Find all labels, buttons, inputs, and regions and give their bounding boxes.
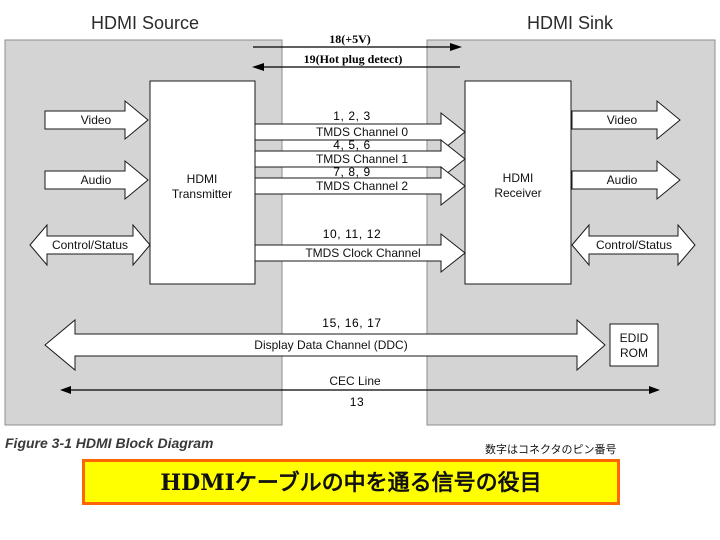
source-audio-arrow: [44, 159, 149, 201]
cec-line-label: CEC Line: [329, 374, 381, 388]
tmds-clock-channel-pins: 10, 11, 12: [323, 227, 382, 241]
tmds-channel-1-pins: 4, 5, 6: [333, 138, 371, 152]
cec-line-arrow: [60, 386, 660, 394]
tmds-channel-2-pins: 7, 8, 9: [333, 165, 371, 179]
edid-rom-block: [609, 323, 659, 367]
cec-line-right-arrowhead: [649, 386, 660, 394]
tmds-channel-1-arrow: [254, 138, 466, 180]
figure-caption: Figure 3-1 HDMI Block Diagram: [5, 435, 214, 451]
receiver-label-line2: Receiver: [494, 186, 541, 200]
hot-plug-detect-label: 19(Hot plug detect): [304, 52, 403, 66]
source-video-label: Video: [81, 113, 112, 127]
cec-line-left-arrowhead: [60, 386, 71, 394]
source-control-status-arrow: [29, 223, 151, 267]
hot-plug-detect-arrowhead: [252, 63, 264, 71]
tmds-channel-0-label: TMDS Channel 0: [316, 125, 408, 139]
cec-line-pins: 13: [350, 395, 365, 409]
edid-rom-label-line1: EDID: [620, 331, 649, 345]
sink-title: HDMI Sink: [527, 13, 614, 33]
hdmi-transmitter-block: [149, 80, 256, 285]
power-line-arrowhead: [450, 43, 462, 51]
receiver-label-line1: HDMI: [503, 171, 534, 185]
ddc-pins: 15, 16, 17: [322, 316, 381, 330]
tmds-channel-1-label: TMDS Channel 1: [316, 152, 408, 166]
pin-number-note: 数字はコネクタのピン番号: [485, 442, 617, 456]
tmds-channel-0-arrow: [254, 111, 466, 153]
sink-control-status-arrow: [571, 223, 696, 267]
ddc-label: Display Data Channel (DDC): [254, 338, 407, 352]
tmds-clock-channel-arrow: [254, 232, 466, 274]
tmds-channel-2-arrow: [254, 165, 466, 207]
title-banner: [82, 459, 620, 505]
tmds-channel-0-pins: 1, 2, 3: [333, 109, 371, 123]
edid-rom-label-line2: ROM: [620, 346, 648, 360]
ddc-arrow: [44, 318, 606, 372]
sink-audio-arrow: [571, 159, 681, 201]
hdmi-receiver-block: [464, 80, 572, 285]
sink-control-status-label: Control/Status: [596, 238, 672, 252]
sink-video-label: Video: [607, 113, 638, 127]
transmitter-label-line1: HDMI: [187, 172, 218, 186]
power-line-label: 18(+5V): [329, 32, 371, 46]
source-title: HDMI Source: [91, 13, 199, 33]
tmds-clock-channel-label: TMDS Clock Channel: [305, 246, 420, 260]
sink-audio-label: Audio: [607, 173, 638, 187]
title-banner-text: HDMIケーブルの中を通る信号の役目: [160, 470, 541, 496]
source-video-arrow: [44, 99, 149, 141]
hot-plug-detect-arrow: [252, 63, 460, 71]
transmitter-label-line2: Transmitter: [172, 187, 232, 201]
power-line-arrow: [253, 43, 462, 51]
tmds-channel-2-label: TMDS Channel 2: [316, 179, 408, 193]
source-audio-label: Audio: [81, 173, 112, 187]
source-control-status-label: Control/Status: [52, 238, 128, 252]
sink-video-arrow: [571, 99, 681, 141]
